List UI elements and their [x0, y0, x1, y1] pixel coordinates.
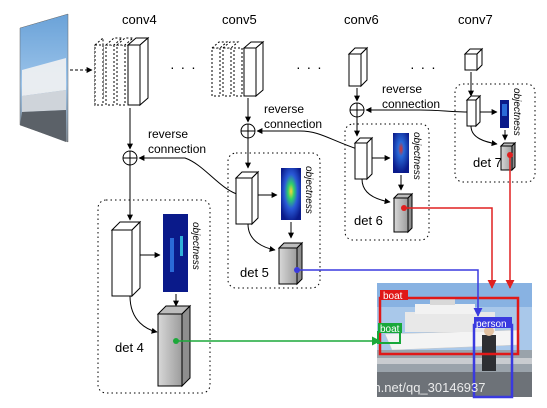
ellipsis-2: · · ·	[296, 59, 323, 75]
det-label-4: det 4	[115, 340, 144, 355]
det6-link	[401, 205, 497, 289]
det4-link	[173, 336, 381, 346]
objectness-label-det4: objectness	[190, 222, 201, 270]
objectness-label-det5: objectness	[303, 166, 314, 214]
det5-link	[294, 267, 483, 317]
module-box-det5	[227, 152, 321, 289]
detection-label-boat-small: boat	[380, 324, 400, 335]
reverse-connection-label-3-line1: reverse	[382, 82, 422, 96]
conv7-block	[463, 47, 484, 72]
stage-label-conv7: conv7	[458, 12, 493, 27]
reverse-connection-label-1-line1: reverse	[148, 127, 188, 141]
detection-tag-boat-large	[380, 290, 408, 300]
stage-label-conv6: conv6	[344, 12, 379, 27]
det4-module: objectness det 4	[110, 214, 201, 388]
det-label-5: det 5	[240, 265, 269, 280]
module-box-det7	[454, 83, 536, 183]
detection-tag-boat-small	[378, 323, 402, 333]
watermark: https://blog.csdn.net/qq_30146937	[286, 380, 486, 395]
reverse-connection-label-3-line2: connection	[382, 97, 440, 111]
stage-label-conv4: conv4	[122, 12, 157, 27]
det7-link	[505, 152, 515, 289]
det6-feature-block	[393, 197, 409, 233]
ellipsis-3: · · ·	[410, 59, 437, 75]
reverse-connection-label-2-line1: reverse	[264, 102, 304, 116]
objectness-map-det4	[163, 214, 188, 292]
detection-label-person: person	[476, 319, 507, 330]
input-image	[19, 13, 69, 143]
conv5-blocks	[210, 40, 265, 98]
detection-tag-person	[474, 317, 512, 328]
reverse-connection-label-2-line2: connection	[264, 117, 322, 131]
output-image	[377, 283, 532, 397]
objectness-label-det6: objectness	[411, 132, 422, 180]
reverse-connection-label-1-line2: connection	[148, 142, 206, 156]
det5-feature-block	[278, 247, 298, 285]
ellipsis-1: · · ·	[170, 59, 197, 75]
objectness-map-det5	[281, 168, 301, 220]
stage-label-conv5: conv5	[222, 12, 257, 27]
det-label-7: det 7	[473, 155, 502, 170]
objectness-label-det7: objectness	[511, 88, 522, 136]
sum-node-conv5	[240, 123, 256, 139]
sum-node-conv6	[349, 102, 365, 118]
det7-module: objectness det 7	[465, 88, 522, 172]
detection-label-boat-large: boat	[383, 291, 403, 302]
sum-node-conv4	[122, 150, 138, 166]
det-label-6: det 6	[354, 213, 383, 228]
det4-feature-block	[157, 313, 183, 387]
conv6-block	[347, 46, 369, 88]
det5-module: objectness det 5	[234, 166, 314, 286]
det6-module: objectness det 6	[353, 132, 422, 234]
conv4-blocks	[94, 36, 150, 107]
objectness-map-det6	[393, 133, 409, 173]
